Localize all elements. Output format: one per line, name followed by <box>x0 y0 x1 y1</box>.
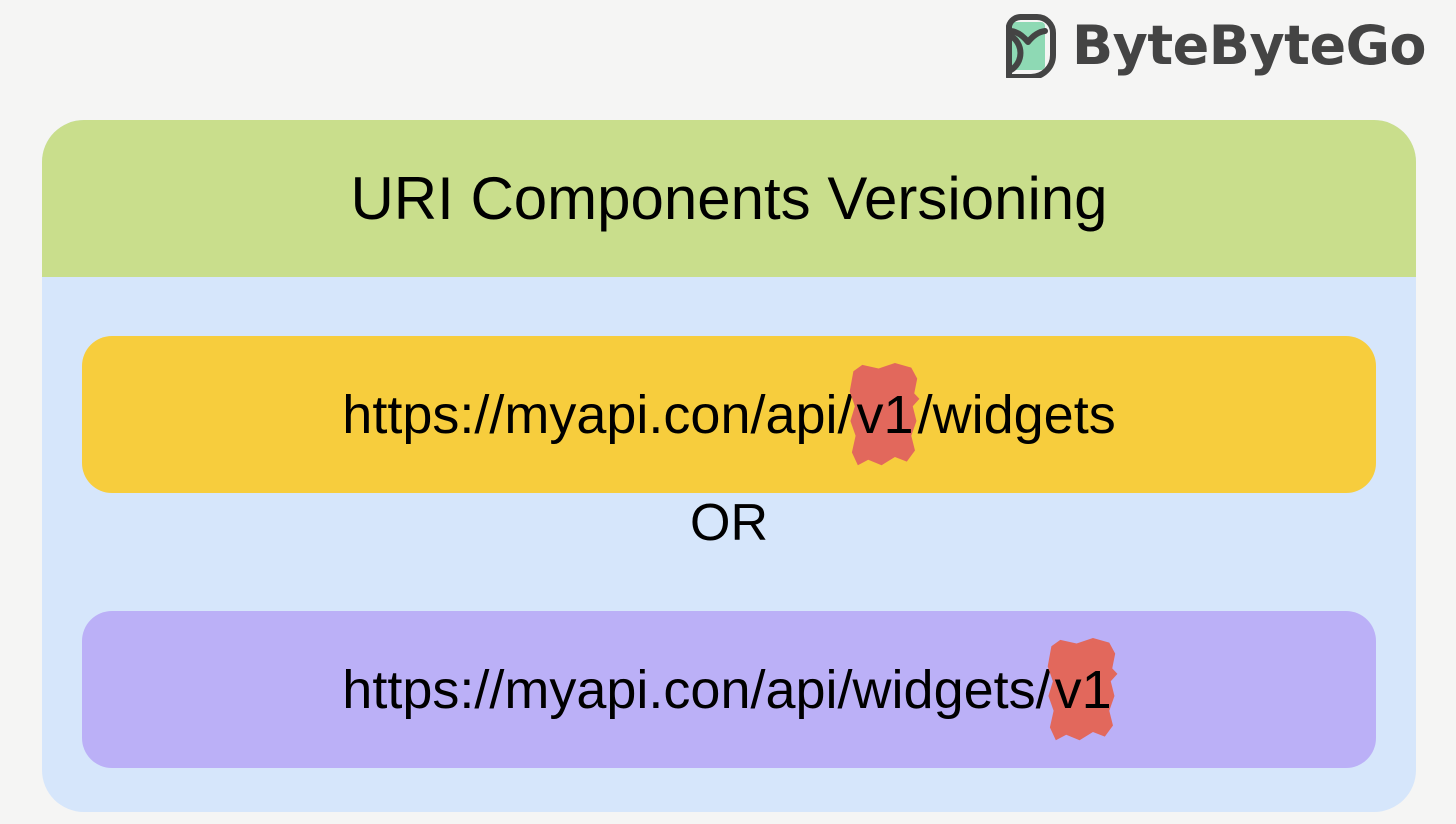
page-title: URI Components Versioning <box>350 165 1108 232</box>
url-example-trailing-version: https://myapi.con/api/widgets/ v1 <box>342 637 1118 740</box>
version-segment: v1 <box>856 384 914 445</box>
url-example-path-version: https://myapi.con/api/ v1 /widgets <box>342 362 1116 465</box>
version-highlight-path: v1 <box>849 362 919 465</box>
url-prefix: https://myapi.con/api/ <box>342 384 853 445</box>
brand-wordmark: ByteByteGo <box>1071 14 1427 77</box>
card-body: https://myapi.con/api/ v1 /widgets OR ht… <box>42 277 1416 812</box>
uri-path-version-pill[interactable]: https://myapi.con/api/ v1 /widgets <box>82 336 1376 493</box>
url-suffix: /widgets <box>917 384 1116 445</box>
version-highlight-trailing: v1 <box>1047 637 1118 740</box>
card-header: URI Components Versioning <box>42 120 1416 277</box>
url-prefix: https://myapi.con/api/widgets/ <box>342 659 1051 720</box>
or-divider: OR <box>690 494 768 552</box>
bytebytego-leaf-logo-icon <box>1000 14 1058 80</box>
brand-header: ByteByteGo <box>1000 14 1427 80</box>
versioning-card: URI Components Versioning https://myapi.… <box>42 120 1416 812</box>
version-segment: v1 <box>1054 659 1112 720</box>
uri-trailing-version-pill[interactable]: https://myapi.con/api/widgets/ v1 <box>82 611 1376 768</box>
